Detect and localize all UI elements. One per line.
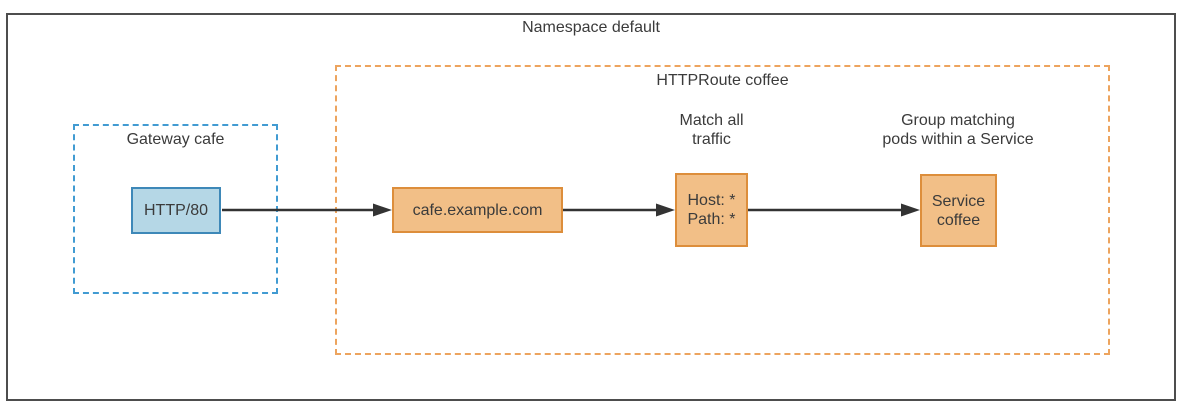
- namespace-label: Namespace default: [522, 19, 660, 36]
- namespace-boundary: Namespace default: [6, 13, 1176, 401]
- service-node: Service coffee: [920, 174, 997, 247]
- httproute-label: HTTPRoute coffee: [656, 72, 789, 89]
- group-matching-pods-annotation: Group matching pods within a Service: [882, 112, 1034, 148]
- match-all-traffic-annotation: Match all traffic: [679, 112, 744, 148]
- gateway-label: Gateway cafe: [126, 131, 225, 148]
- hostname-node: cafe.example.com: [392, 187, 563, 233]
- listener-node-http-80: HTTP/80: [131, 187, 221, 234]
- match-rule-node: Host: * Path: *: [675, 173, 748, 247]
